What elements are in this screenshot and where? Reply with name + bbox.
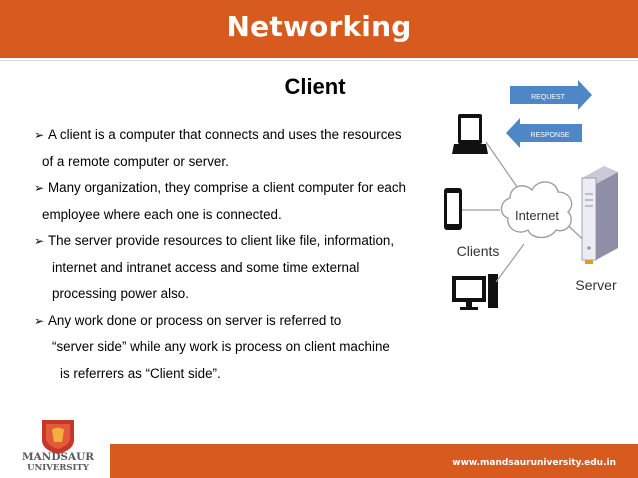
logo-name: MANDSAUR	[21, 451, 95, 463]
bullet-continuation: of a remote computer or server.	[42, 153, 229, 169]
slide-body: ➢A client is a computer that connects an…	[34, 122, 434, 387]
footer-url: www.mandsauruniversity.edu.in	[452, 458, 616, 468]
arrow-bullet-icon: ➢	[34, 181, 45, 195]
arrow-bullet-icon: ➢	[34, 313, 45, 328]
bullet-continuation: “server side” while any work is process …	[52, 339, 390, 354]
slide-title: Networking	[226, 10, 412, 43]
bullet-continuation: processing power also.	[52, 286, 189, 301]
bullet-continuation: employee where each one is connected.	[42, 206, 282, 222]
request-arrow-icon: REQUEST	[510, 80, 592, 110]
title-bar	[0, 0, 638, 58]
client-server-diagram: REQUEST RESPONSE Internet Clients	[444, 80, 618, 310]
arrow-bullet-icon: ➢	[34, 234, 45, 248]
server-icon	[581, 166, 618, 264]
bullet-line: ➢Any work done or process on server is r…	[34, 308, 434, 335]
bullet-line: ➢Many organization, they comprise a clie…	[34, 175, 434, 202]
phone-icon	[444, 188, 462, 230]
bullet-continuation: internet and intranet access and some ti…	[52, 259, 360, 275]
request-label: REQUEST	[531, 94, 566, 101]
response-label: RESPONSE	[531, 132, 570, 139]
cloud-icon	[500, 181, 573, 239]
slide-subtitle: Client	[284, 74, 346, 99]
response-arrow-icon: RESPONSE	[506, 118, 582, 148]
bullet-continuation: is referrers as “Client side”.	[60, 365, 221, 381]
clients-label: Clients	[457, 243, 500, 259]
arrow-bullet-icon: ➢	[34, 128, 45, 142]
server-label: Server	[575, 277, 617, 293]
logo-subname: UNIVERSITY	[27, 463, 89, 473]
bullet-line: ➢The server provide resources to client …	[34, 228, 434, 255]
header-divider	[0, 60, 638, 61]
desktop-icon	[452, 274, 498, 310]
laptop-icon	[452, 114, 488, 154]
university-logo-icon	[42, 420, 74, 454]
internet-label: Internet	[515, 208, 559, 223]
bullet-line: ➢A client is a computer that connects an…	[34, 122, 434, 149]
